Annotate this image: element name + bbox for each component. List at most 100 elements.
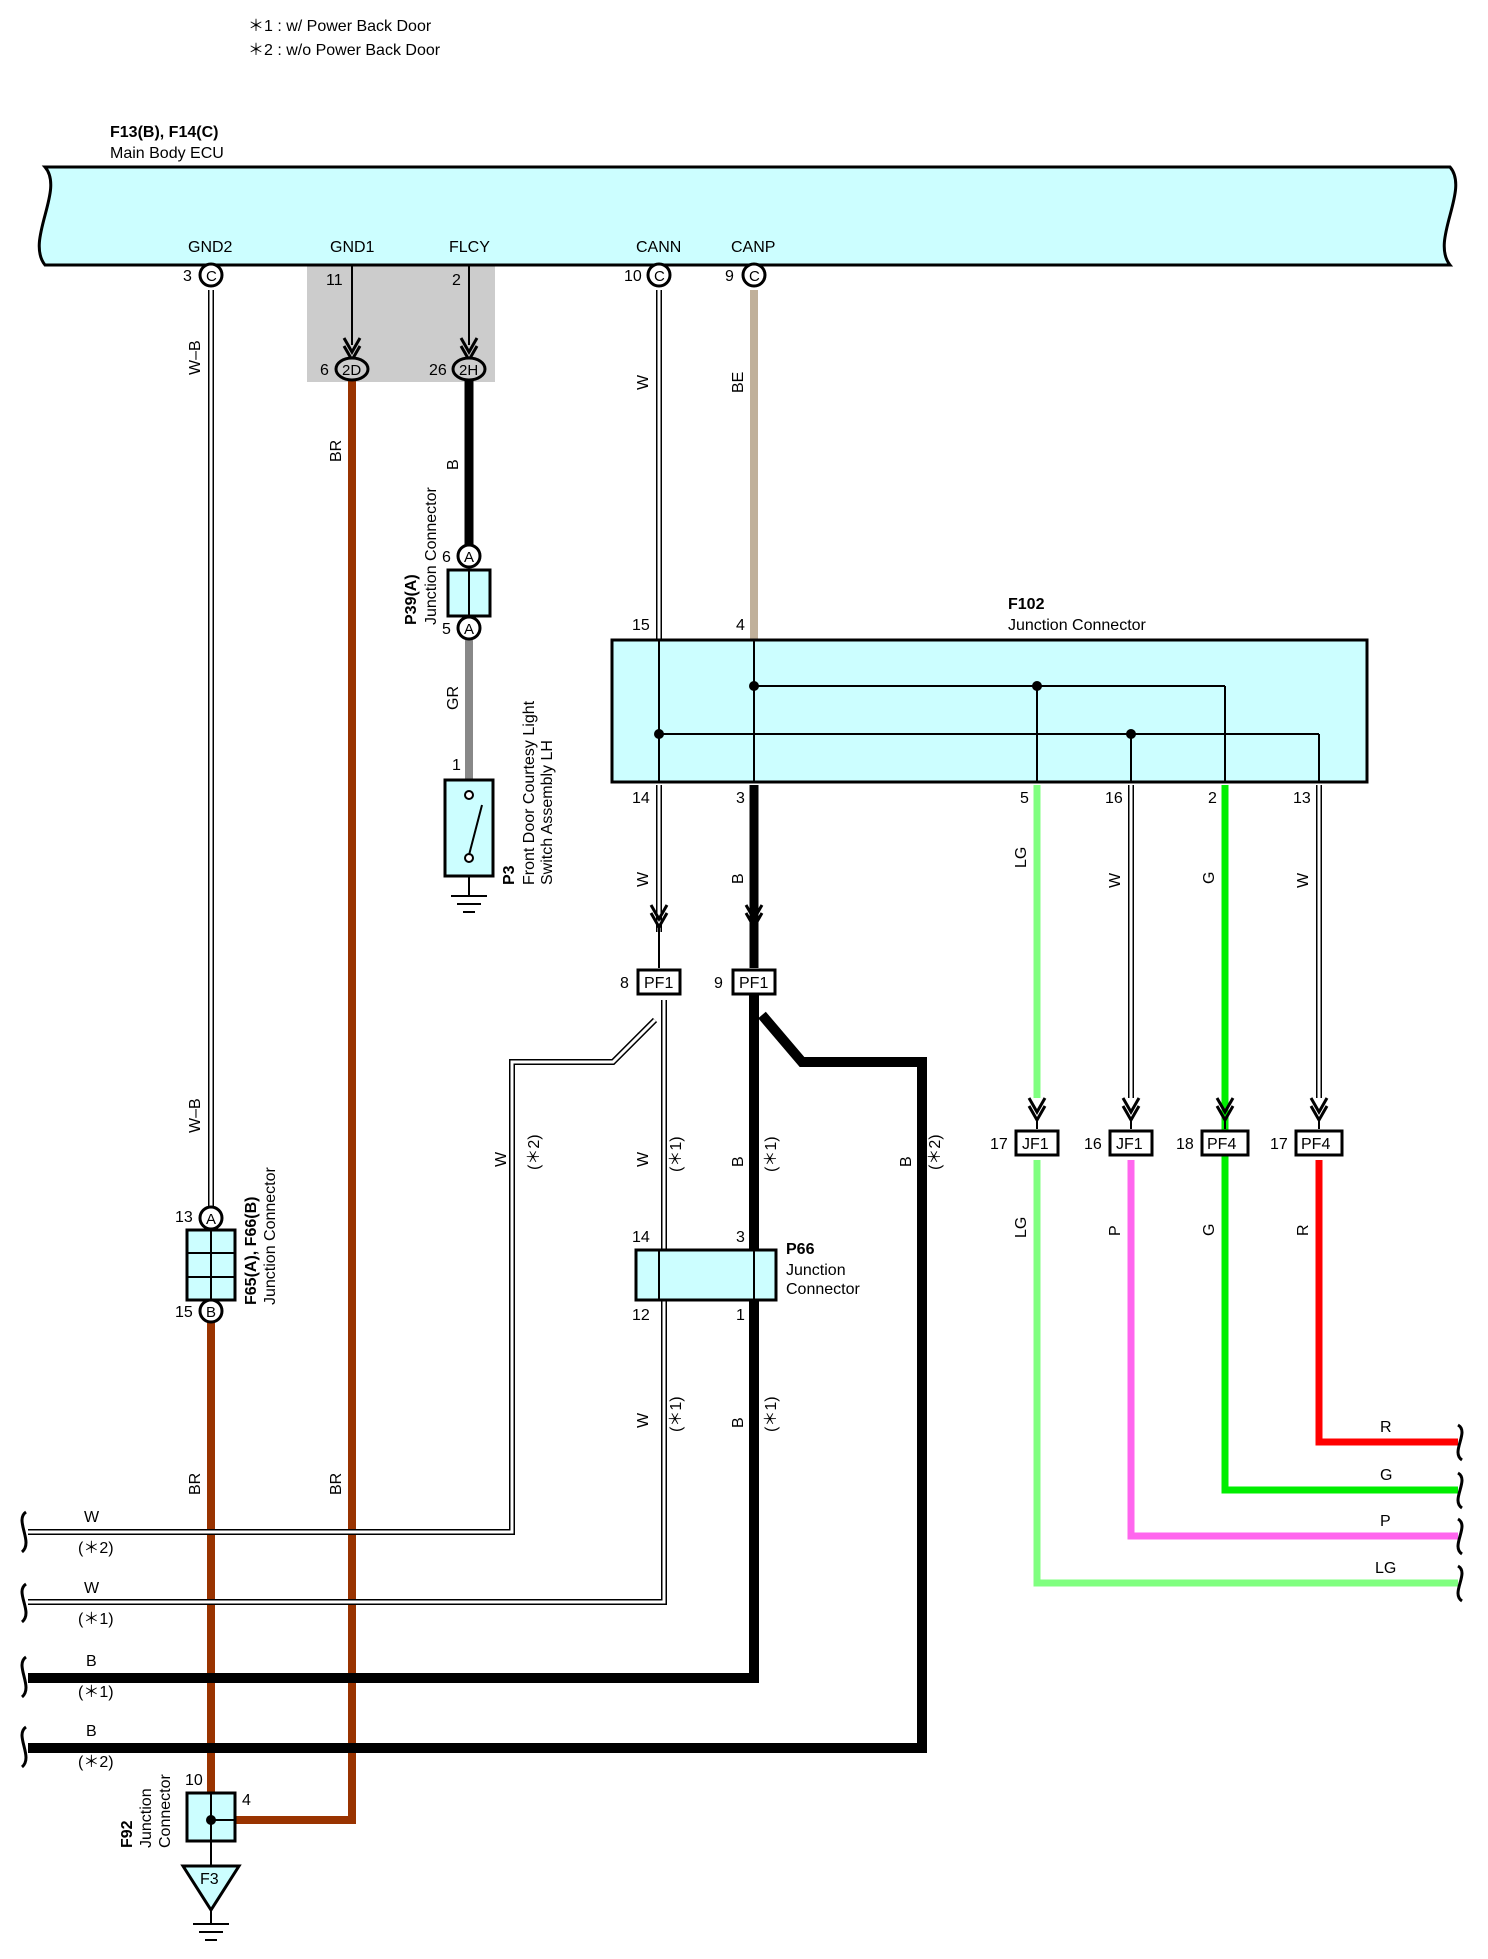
svg-text:(＊1): (＊1) <box>668 1136 685 1172</box>
svg-text:G: G <box>1380 1467 1392 1484</box>
inline-2h-num: 26 <box>429 362 447 379</box>
svg-text:B: B <box>730 1417 747 1428</box>
ecu-pins: GND2 GND1 FLCY CANN CANP 3 11 2 10 9 <box>183 239 775 289</box>
wire-b-v1 <box>28 995 759 1683</box>
p39-id: P39(A) <box>403 574 420 625</box>
f102-internal <box>658 640 1320 782</box>
f65-name: Junction Connector <box>262 1166 279 1305</box>
svg-text:BR: BR <box>187 1473 204 1495</box>
inline-2h: 2H <box>459 362 478 379</box>
note-2: ＊2 : w/o Power Back Door <box>248 42 441 59</box>
pin-name-gnd2: GND2 <box>188 239 233 256</box>
note-1: ＊1 : w/ Power Back Door <box>248 18 432 35</box>
svg-text:LG: LG <box>1013 1217 1030 1238</box>
pin-num-gnd2: 3 <box>183 268 192 285</box>
svg-text:B: B <box>730 1156 747 1167</box>
svg-text:BR: BR <box>328 1473 345 1495</box>
svg-text:(＊2): (＊2) <box>927 1134 944 1170</box>
wire-p <box>1127 1160 1458 1540</box>
ground-label: F3 <box>200 1871 219 1888</box>
pin-name-flcy: FLCY <box>449 239 490 256</box>
right-wire-ends <box>1456 1423 1464 1603</box>
svg-text:PF4: PF4 <box>1207 1136 1236 1153</box>
svg-text:(＊2): (＊2) <box>78 1754 114 1771</box>
wire-br-gnd1 <box>236 380 356 1824</box>
p66-pin-3: 3 <box>736 1229 745 1246</box>
svg-text:A: A <box>464 549 474 566</box>
f102-pin-16: 16 <box>1105 790 1123 807</box>
p39-connector: A 6 A 5 <box>442 543 492 641</box>
svg-text:PF1: PF1 <box>739 975 768 992</box>
svg-text:B: B <box>206 1304 216 1321</box>
svg-text:W: W <box>84 1580 100 1597</box>
svg-text:BR: BR <box>328 440 345 462</box>
p66-id: P66 <box>786 1241 815 1258</box>
wire-w-v2 <box>28 1017 658 1535</box>
svg-text:R: R <box>1295 1224 1312 1236</box>
svg-text:13: 13 <box>175 1209 193 1226</box>
svg-text:16: 16 <box>1084 1136 1102 1153</box>
left-wire-ends <box>20 1510 28 1769</box>
wire-color-labels: W–B W–B BR BR BR B GR W BE W B LG W G W … <box>187 340 1312 1495</box>
svg-text:4: 4 <box>242 1792 251 1809</box>
svg-text:1: 1 <box>452 757 461 774</box>
svg-text:10: 10 <box>185 1772 203 1789</box>
svg-text:G: G <box>1201 1224 1218 1236</box>
p39-name: Junction Connector <box>423 486 440 625</box>
pin-name-cann: CANN <box>636 239 681 256</box>
svg-text:18: 18 <box>1176 1136 1194 1153</box>
p3-name-1: Front Door Courtesy Light <box>521 700 538 885</box>
f92-name-2: Connector <box>157 1774 174 1848</box>
p66-pin-14: 14 <box>632 1229 650 1246</box>
cann-conn: C <box>654 268 665 285</box>
svg-text:B: B <box>730 873 747 884</box>
f92-name-1: Junction <box>138 1788 155 1848</box>
svg-text:(＊1): (＊1) <box>78 1611 114 1628</box>
ecu-pin-connectors: C C C <box>198 262 767 288</box>
svg-text:W: W <box>635 374 652 390</box>
pf1-connectors: PF1 8 PF1 9 <box>620 904 777 996</box>
f102-pin-14: 14 <box>632 790 650 807</box>
svg-text:17: 17 <box>1270 1136 1288 1153</box>
svg-text:(＊2): (＊2) <box>78 1540 114 1557</box>
f102-pin-3: 3 <box>736 790 745 807</box>
svg-text:W: W <box>635 1412 652 1428</box>
p3-id: P3 <box>501 865 518 885</box>
p3-name-2: Switch Assembly LH <box>539 740 556 885</box>
p66-pin-1: 1 <box>736 1307 745 1324</box>
right-wire-labels: R G P LG <box>1375 1419 1396 1577</box>
svg-text:(＊1): (＊1) <box>763 1136 780 1172</box>
pin-name-gnd1: GND1 <box>330 239 375 256</box>
svg-text:LG: LG <box>1375 1560 1396 1577</box>
f92-id: F92 <box>119 1820 136 1848</box>
f102-pin-13: 13 <box>1293 790 1311 807</box>
inline-connectors: 2D 6 2H 26 <box>320 337 487 382</box>
p3-switch: 1 <box>443 757 495 913</box>
svg-text:8: 8 <box>620 975 629 992</box>
svg-text:W: W <box>635 1151 652 1167</box>
gnd2-conn: C <box>206 268 217 285</box>
svg-text:A: A <box>206 1211 216 1228</box>
svg-text:(＊2): (＊2) <box>526 1134 543 1170</box>
wire-b-v2 <box>28 1011 927 1753</box>
pin-num-cann: 10 <box>624 268 642 285</box>
svg-text:GR: GR <box>445 686 462 710</box>
f102-box <box>610 638 1369 784</box>
f102-pin-4: 4 <box>736 617 745 634</box>
svg-text:9: 9 <box>714 975 723 992</box>
f65-connector: A 13 B 15 <box>175 1205 237 1324</box>
svg-text:B: B <box>86 1653 97 1670</box>
svg-text:B: B <box>445 459 462 470</box>
ecu-id: F13(B), F14(C) <box>110 124 218 141</box>
wire-w-v1 <box>28 1000 667 1605</box>
pin-name-canp: CANP <box>731 239 775 256</box>
svg-text:B: B <box>86 1723 97 1740</box>
svg-text:LG: LG <box>1013 847 1030 868</box>
lower-connectors: JF1 17 JF1 16 PF4 18 PF4 17 <box>990 1097 1344 1157</box>
svg-text:(＊1): (＊1) <box>78 1684 114 1701</box>
f102-id: F102 <box>1008 596 1045 613</box>
ecu-body <box>37 165 1458 267</box>
svg-text:W: W <box>1295 872 1312 888</box>
wire-lg-lower <box>1033 1160 1458 1587</box>
svg-text:A: A <box>464 621 474 638</box>
